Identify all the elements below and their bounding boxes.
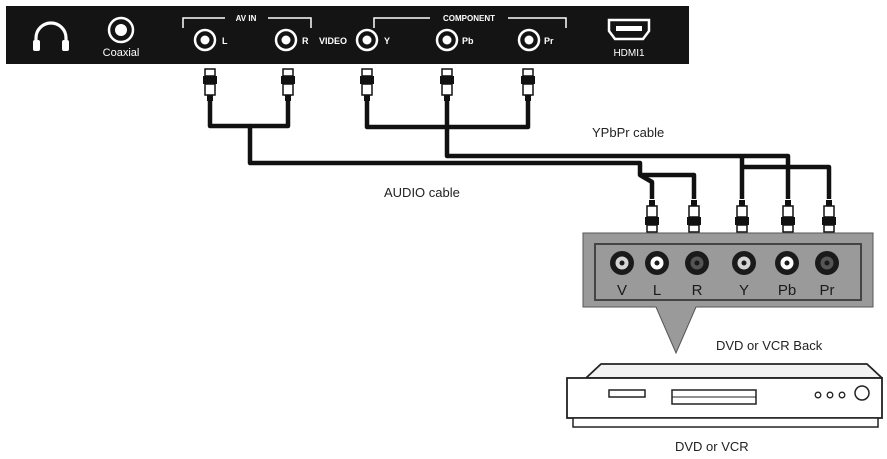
component-bracket [373,17,567,28]
dvd-vcr-device-icon [566,363,883,428]
dvd-vcr-caption: DVD or VCR [675,439,749,454]
av-r-label: R [302,36,309,46]
av-in-label: AV IN [236,14,257,23]
headphone-icon [33,21,69,51]
hdmi-label: HDMI1 [613,48,645,59]
coaxial-label: Coaxial [103,47,140,59]
dvd-port-label-v: V [617,282,627,299]
av-r-jack [274,28,298,52]
pr-jack [517,28,541,52]
av-in-bracket [182,17,312,28]
av-l-jack [193,28,217,52]
dvd-jack-y [732,251,756,275]
coaxial-jack-icon [107,16,135,44]
dvd-back-caption: DVD or VCR Back [716,338,823,353]
tv-back-panel: Coaxial AV IN COMPONENT L R VIDEO [6,6,689,64]
dvd-port-label-y: Y [739,282,749,299]
tv-side-plugs [202,68,536,102]
dvd-jack-v [610,251,634,275]
dvd-jack-l [645,251,669,275]
audio-cable [207,101,697,199]
ypbpr-cable-label: YPbPr cable [592,125,664,140]
dvd-port-label-l: L [653,282,661,299]
dvd-port-label-pb: Pb [778,282,796,299]
dvd-port-label-r: R [692,282,703,299]
dvd-jack-pb [775,251,799,275]
component-label: COMPONENT [443,14,495,23]
ypbpr-cable [364,101,832,199]
av-l-label: L [222,36,228,46]
y-label: Y [384,36,390,46]
dvd-side-plugs [644,199,837,233]
hdmi-port-icon [607,18,651,41]
dvd-port-label-pr: Pr [820,282,835,299]
audio-cable-label: AUDIO cable [384,185,460,200]
pr-label: Pr [544,36,554,46]
pb-jack [435,28,459,52]
dvd-back-ports: V L R Y Pb Pr [610,251,839,299]
pb-label: Pb [462,36,474,46]
video-y-jack [355,28,379,52]
video-label: VIDEO [319,36,347,46]
dvd-jack-r [685,251,709,275]
dvd-jack-pr [815,251,839,275]
